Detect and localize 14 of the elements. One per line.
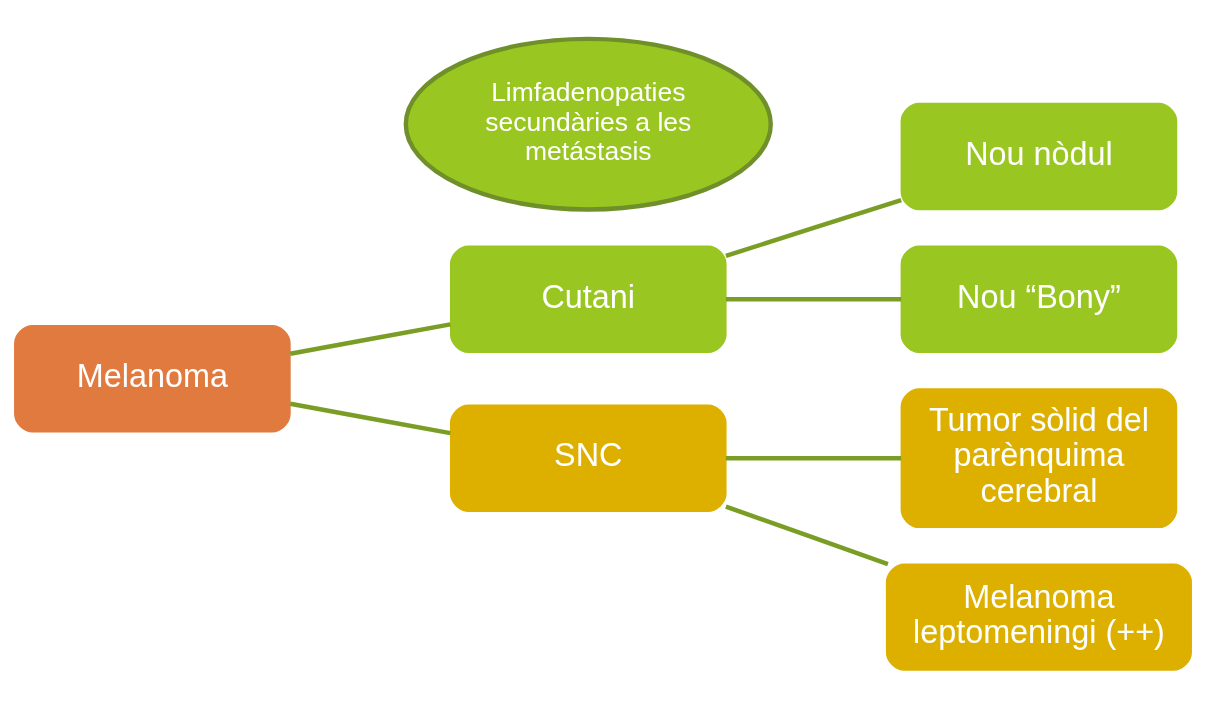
node-box: SNC [449, 404, 727, 512]
connector [289, 321, 451, 356]
connector [289, 401, 451, 435]
node-box: Nou “Bony” [900, 245, 1178, 353]
connector [725, 197, 902, 258]
node-ellipse: Limfadenopaties secundàries a les metástasis [403, 36, 773, 212]
connector [725, 503, 889, 566]
node-box: Nou nòdul [900, 102, 1178, 210]
node-box: Melanoma leptomeningi (++) [885, 562, 1192, 671]
connector [725, 455, 902, 460]
connector [725, 296, 902, 301]
node-box: Tumor sòlid del parènquima cerebral [900, 387, 1178, 528]
node-box: Cutani [449, 245, 727, 353]
node-box: Melanoma [14, 324, 291, 432]
